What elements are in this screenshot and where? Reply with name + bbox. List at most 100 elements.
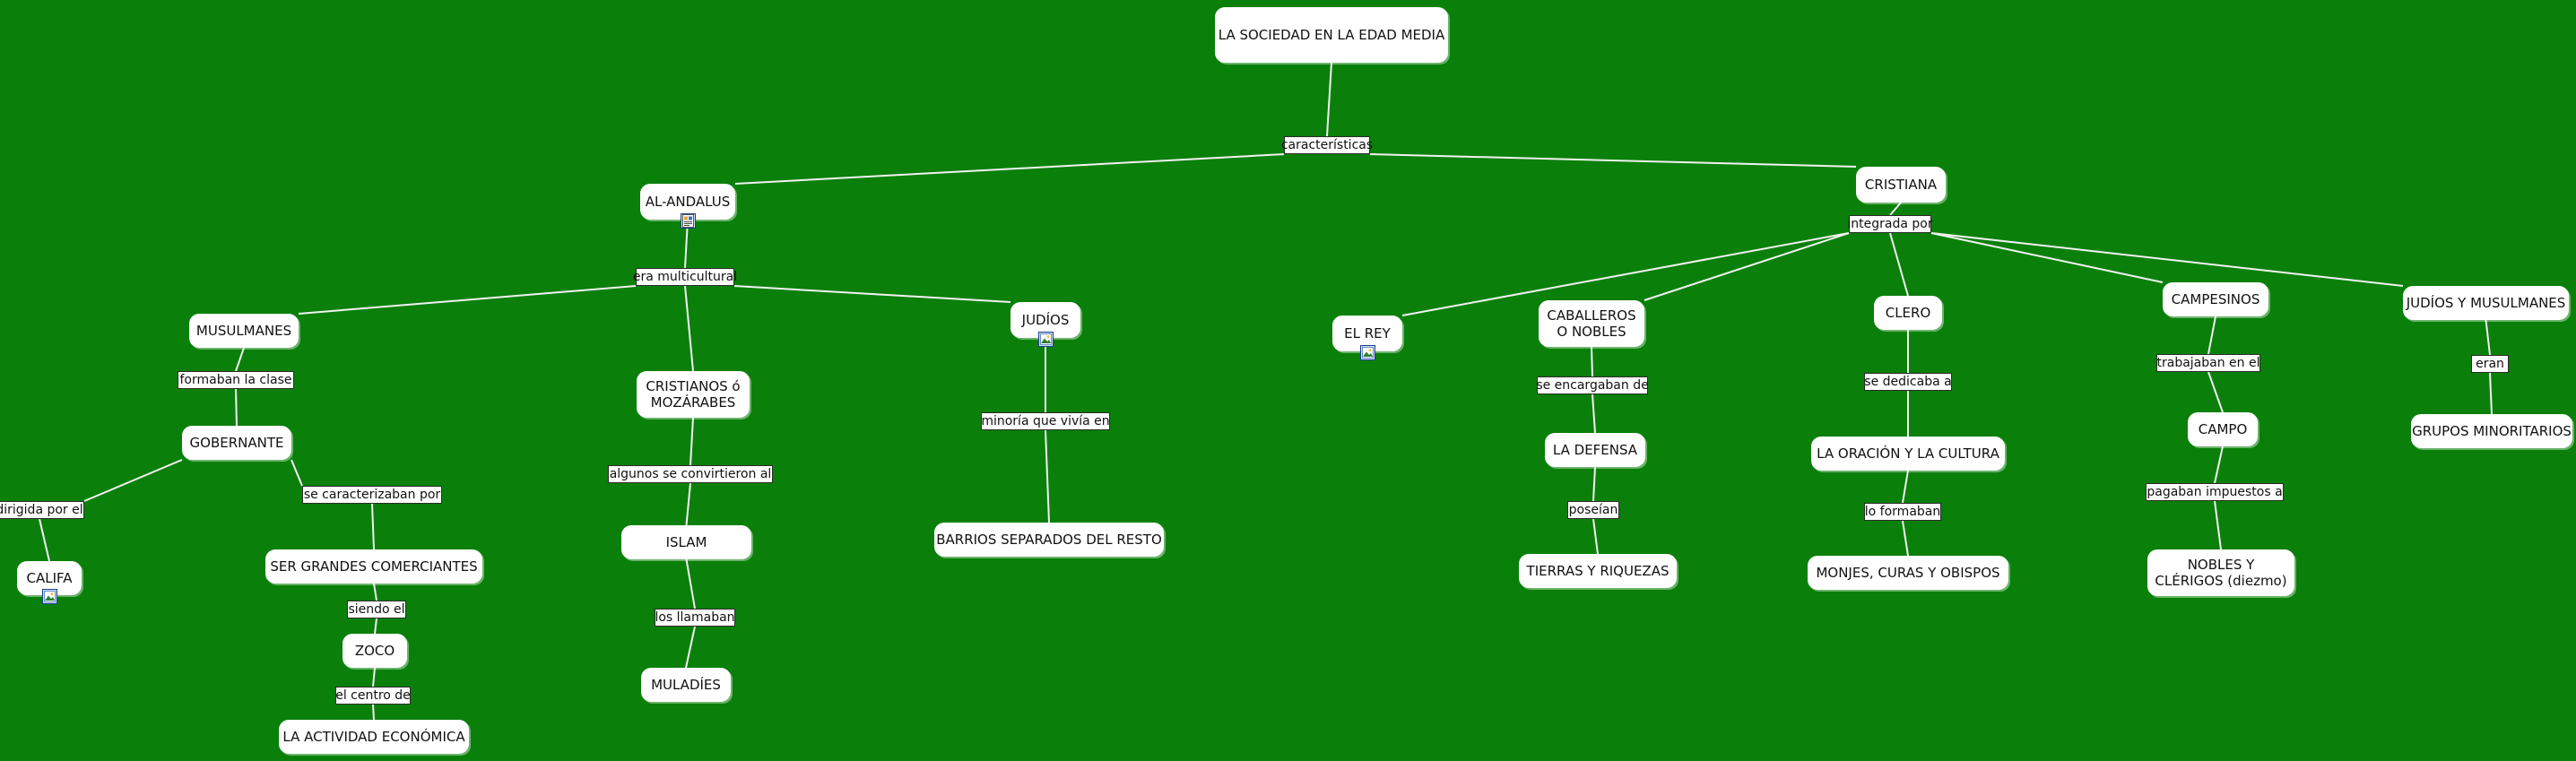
concept-node-elrey[interactable]: EL REY xyxy=(1332,316,1402,351)
link-label-l_integ[interactable]: integrada por xyxy=(1847,215,1933,233)
concept-node-oracion[interactable]: LA ORACIÓN Y LA CULTURA xyxy=(1811,437,2005,471)
concept-node-mozarabes[interactable]: CRISTIANOS ó MOZÁRABES xyxy=(637,371,750,418)
concept-node-gobernante[interactable]: GOBERNANTE xyxy=(182,426,291,460)
link-label-l_centro[interactable]: el centro de xyxy=(335,687,411,705)
concept-node-comerciantes[interactable]: SER GRANDES COMERCIANTES xyxy=(265,549,482,584)
edge-l_trabaj-to-campo xyxy=(2207,371,2224,413)
link-label-text: se encargaban de xyxy=(1536,378,1649,393)
concept-node-actividad[interactable]: LA ACTIVIDAD ECONÓMICA xyxy=(279,720,469,754)
edge-l_integ-to-campesinos xyxy=(1930,232,2164,283)
concept-node-musulmanes[interactable]: MUSULMANES xyxy=(189,314,299,348)
concept-node-label: CAMPESINOS xyxy=(2171,291,2260,307)
edge-root-to-l_caract xyxy=(1326,62,1332,137)
edge-l_multi-to-judios xyxy=(733,285,1011,303)
concept-node-label: CLERO xyxy=(1885,305,1931,321)
concept-node-islam[interactable]: ISLAM xyxy=(621,525,751,559)
concept-node-noblesclero[interactable]: NOBLES Y CLÉRIGOS (diezmo) xyxy=(2147,549,2294,596)
link-label-l_llamaban[interactable]: los llamaban xyxy=(655,609,735,627)
link-label-text: era multicultural xyxy=(632,270,738,284)
concept-node-label: CAMPO xyxy=(2198,421,2248,437)
link-label-text: siendo el xyxy=(348,602,405,617)
link-label-text: trabajaban en el xyxy=(2156,356,2260,370)
concept-node-label: JUDÍOS xyxy=(1021,312,1070,328)
note-icon[interactable] xyxy=(681,213,696,229)
edge-l_formaban-to-gobernante xyxy=(235,388,238,427)
link-label-text: integrada por xyxy=(1847,217,1933,231)
concept-node-label: NOBLES Y CLÉRIGOS (diezmo) xyxy=(2155,557,2287,589)
link-label-text: algunos se convirtieron al xyxy=(609,467,772,481)
link-label-text: minoría que vivía en xyxy=(981,414,1110,428)
link-label-text: dirigida por el xyxy=(0,503,83,517)
link-label-l_loform[interactable]: lo formaban xyxy=(1864,503,1941,521)
edge-mozarabes-to-l_convert xyxy=(690,417,694,466)
link-label-l_siendo[interactable]: siendo el xyxy=(347,601,406,618)
concept-node-barrios[interactable]: BARRIOS SEPARADOS DEL RESTO xyxy=(934,523,1164,557)
link-label-l_minoria[interactable]: minoría que vivía en xyxy=(981,412,1110,430)
link-label-l_convert[interactable]: algunos se convirtieron al xyxy=(608,465,773,483)
concept-node-cristiana[interactable]: CRISTIANA xyxy=(1856,167,1946,203)
concept-node-monjes[interactable]: MONJES, CURAS Y OBISPOS xyxy=(1808,556,2008,590)
link-label-l_formaban[interactable]: formaban la clase xyxy=(178,371,294,389)
edge-l_integ-to-caballeros xyxy=(1644,232,1850,301)
concept-node-muladies[interactable]: MULADÍES xyxy=(641,668,731,702)
edge-gobernante-to-l_caracter xyxy=(291,459,303,487)
image-icon[interactable] xyxy=(1038,332,1054,347)
concept-node-label: MUSULMANES xyxy=(195,323,292,339)
link-label-text: poseían xyxy=(1568,503,1618,517)
concept-node-clero[interactable]: CLERO xyxy=(1874,296,1942,330)
concept-node-root[interactable]: LA SOCIEDAD EN LA EDAD MEDIA xyxy=(1215,7,1448,63)
edge-l_minoria-to-barrios xyxy=(1045,429,1050,523)
link-label-l_trabaj[interactable]: trabajaban en el xyxy=(2156,354,2260,372)
concept-node-caballeros[interactable]: CABALLEROS O NOBLES xyxy=(1539,300,1644,347)
concept-node-label: SER GRANDES COMERCIANTES xyxy=(270,558,478,575)
concept-node-tierras[interactable]: TIERRAS Y RIQUEZAS xyxy=(1519,554,1677,588)
edge-comerciantes-to-l_siendo xyxy=(373,583,377,601)
link-label-l_multi[interactable]: era multicultural xyxy=(632,268,738,286)
link-label-text: el centro de xyxy=(335,688,411,703)
edge-l_siendo-to-zoco xyxy=(374,618,377,635)
edge-judmus-to-l_eran xyxy=(2485,319,2491,356)
link-label-l_pagaban[interactable]: pagaban impuestos a xyxy=(2146,483,2284,501)
edge-l_caracter-to-comerciantes xyxy=(371,503,375,550)
link-label-l_dedicaba[interactable]: se dedicaba a xyxy=(1864,373,1952,391)
concept-node-label: CRISTIANA xyxy=(1864,177,1938,193)
edge-campo-to-l_pagaban xyxy=(2214,445,2224,484)
concept-node-label: LA ORACIÓN Y LA CULTURA xyxy=(1817,445,1999,462)
edge-l_pagaban-to-noblesclero xyxy=(2214,500,2222,550)
concept-node-alandalus[interactable]: AL-ANDALUS xyxy=(640,184,735,220)
concept-node-campesinos[interactable]: CAMPESINOS xyxy=(2163,282,2268,316)
concept-node-label: EL REY xyxy=(1344,325,1391,342)
concept-node-defensa[interactable]: LA DEFENSA xyxy=(1545,433,1645,467)
link-label-l_dirigida[interactable]: dirigida por el xyxy=(0,501,84,519)
link-label-l_encarg[interactable]: se encargaban de xyxy=(1536,376,1649,394)
edge-l_loform-to-monjes xyxy=(1902,520,1909,557)
edge-l_integ-to-judmus xyxy=(1930,232,2404,287)
edge-campesinos-to-l_trabaj xyxy=(2207,316,2216,355)
image-icon[interactable] xyxy=(42,589,57,604)
concept-node-grupos[interactable]: GRUPOS MINORITARIOS xyxy=(2411,414,2572,448)
concept-node-label: CABALLEROS O NOBLES xyxy=(1547,307,1636,340)
concept-node-label: ISLAM xyxy=(665,534,707,550)
edge-l_multi-to-musulmanes xyxy=(298,285,637,315)
concept-node-zoco[interactable]: ZOCO xyxy=(343,634,407,668)
link-label-l_caracter[interactable]: se caracterizaban por xyxy=(302,486,442,504)
link-label-text: lo formaban xyxy=(1864,505,1941,519)
link-label-l_poseian[interactable]: poseían xyxy=(1567,501,1619,519)
concept-node-label: JUDÍOS Y MUSULMANES xyxy=(2406,295,2566,311)
concept-node-label: ZOCO xyxy=(354,643,395,659)
concept-node-judmus[interactable]: JUDÍOS Y MUSULMANES xyxy=(2403,286,2569,320)
concept-node-label: CALIFA xyxy=(26,570,73,586)
link-label-text: los llamaban xyxy=(655,610,735,625)
link-label-l_caract[interactable]: características xyxy=(1280,136,1374,154)
concept-node-label: MULADÍES xyxy=(651,677,721,693)
edge-l_centro-to-actividad xyxy=(372,704,375,721)
link-label-text: características xyxy=(1280,138,1374,152)
image-icon[interactable] xyxy=(1360,345,1375,360)
concept-node-campo[interactable]: CAMPO xyxy=(2188,412,2258,446)
link-label-l_eran[interactable]: eran xyxy=(2471,355,2509,373)
link-label-text: pagaban impuestos a xyxy=(2147,485,2283,499)
edge-l_integ-to-clero xyxy=(1889,232,1909,297)
edge-l_eran-to-grupos xyxy=(2489,372,2493,415)
concept-node-label: GRUPOS MINORITARIOS xyxy=(2412,423,2572,439)
concept-node-label: MONJES, CURAS Y OBISPOS xyxy=(1816,565,2000,581)
